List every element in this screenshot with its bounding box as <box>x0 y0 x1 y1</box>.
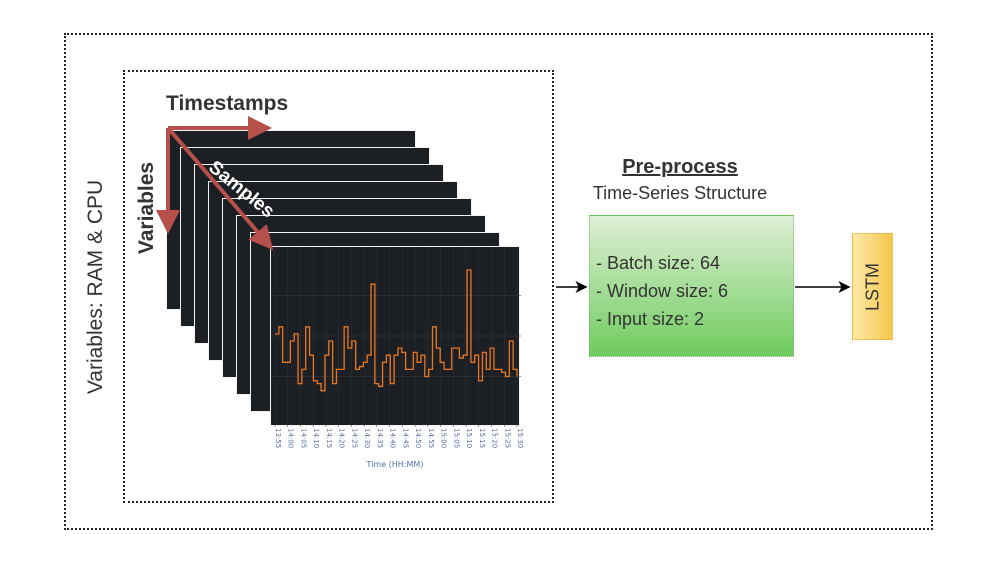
x-tick-label: 14:30 <box>363 428 371 448</box>
x-tick-label: 15:05 <box>452 428 460 448</box>
front-plot <box>270 246 521 427</box>
x-tick-label: 15:00 <box>440 428 448 448</box>
x-tick-label: 14:50 <box>414 428 422 448</box>
lstm-label: LSTM <box>862 262 882 311</box>
x-tick-label: 14:20 <box>338 428 346 448</box>
preprocess-title: Pre-process <box>622 156 738 178</box>
window-size-item: - Window size: 6 <box>596 281 729 301</box>
x-tick-label: 14:00 <box>287 428 295 448</box>
batch-size-item: - Batch size: 64 <box>596 253 721 273</box>
x-tick-label: 15:10 <box>465 428 473 448</box>
x-tick-label: 14:10 <box>312 428 320 448</box>
outer-frame <box>64 33 933 530</box>
x-tick-label: 15:25 <box>503 428 511 448</box>
variables-label-text: Variables <box>135 161 158 255</box>
data-frame <box>123 70 554 503</box>
lstm-box: LSTM <box>852 233 893 340</box>
x-tick-label: 14:35 <box>376 428 384 448</box>
x-tick-label: 14:15 <box>325 428 333 448</box>
preprocess-subtitle: Time-Series Structure <box>592 183 768 203</box>
x-tick-label: 14:55 <box>427 428 435 448</box>
x-tick-label: 15:15 <box>478 428 486 448</box>
x-axis-label: Time (HH:MM) <box>366 460 424 469</box>
x-tick-label: 14:40 <box>389 428 397 448</box>
x-tick-label: 15:20 <box>491 428 499 448</box>
line-chart <box>271 247 521 427</box>
series-line <box>275 269 518 392</box>
x-tick-label: 14:25 <box>350 428 358 448</box>
samples-arrow <box>166 126 274 251</box>
input-size-item: - Input size: 2 <box>596 309 705 329</box>
x-tick-label: 14:05 <box>299 428 307 448</box>
x-tick-label: 14:45 <box>401 428 409 448</box>
x-tick-label: 15:30 <box>516 428 524 448</box>
x-tick-label: 13:55 <box>274 428 282 448</box>
timestamps-label: Timestamps <box>166 92 289 115</box>
preprocess-box: - Batch size: 64 - Window size: 6 - Inpu… <box>589 215 794 357</box>
